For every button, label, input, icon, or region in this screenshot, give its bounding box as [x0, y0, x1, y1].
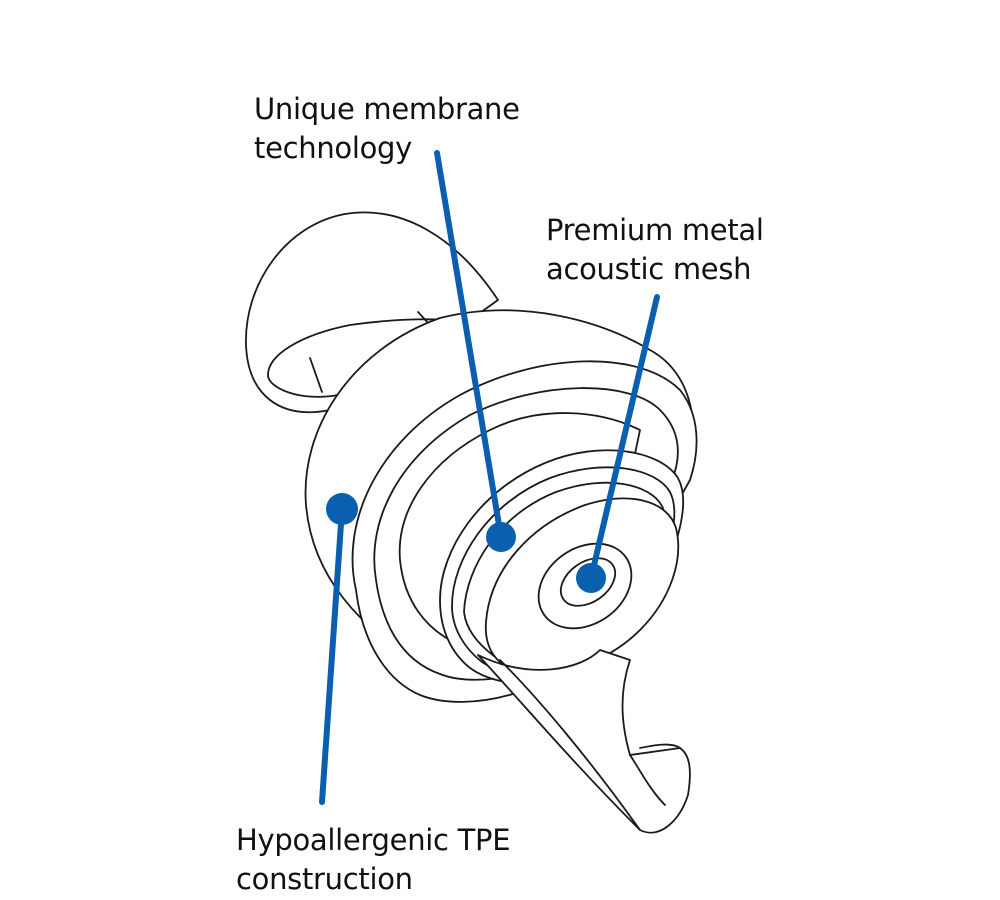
- callout-line-tpe: [319, 506, 345, 805]
- label-membrane-line1: Unique membrane: [254, 92, 520, 126]
- label-mesh-line1: Premium metal: [546, 213, 764, 247]
- stem-edge: [499, 659, 641, 831]
- stem-tip: [629, 743, 681, 806]
- label-acoustic-mesh: Premium metal acoustic mesh: [546, 211, 764, 289]
- label-mesh-line2: acoustic mesh: [546, 252, 752, 286]
- callout-line-mesh: [588, 294, 660, 581]
- callout-dot-mesh: [576, 563, 606, 593]
- callout-dot-membrane: [486, 522, 516, 552]
- label-membrane-line2: technology: [254, 131, 413, 165]
- label-membrane-technology: Unique membrane technology: [254, 90, 520, 168]
- callouts: [319, 150, 660, 805]
- label-tpe-line1: Hypoallergenic TPE: [236, 823, 511, 857]
- callout-line-membrane: [434, 150, 504, 540]
- stem-tail: [477, 649, 691, 834]
- label-tpe-line2: construction: [236, 862, 413, 896]
- callout-dot-tpe: [326, 493, 358, 525]
- label-tpe-construction: Hypoallergenic TPE construction: [236, 821, 511, 899]
- earbud-outline: [245, 211, 698, 834]
